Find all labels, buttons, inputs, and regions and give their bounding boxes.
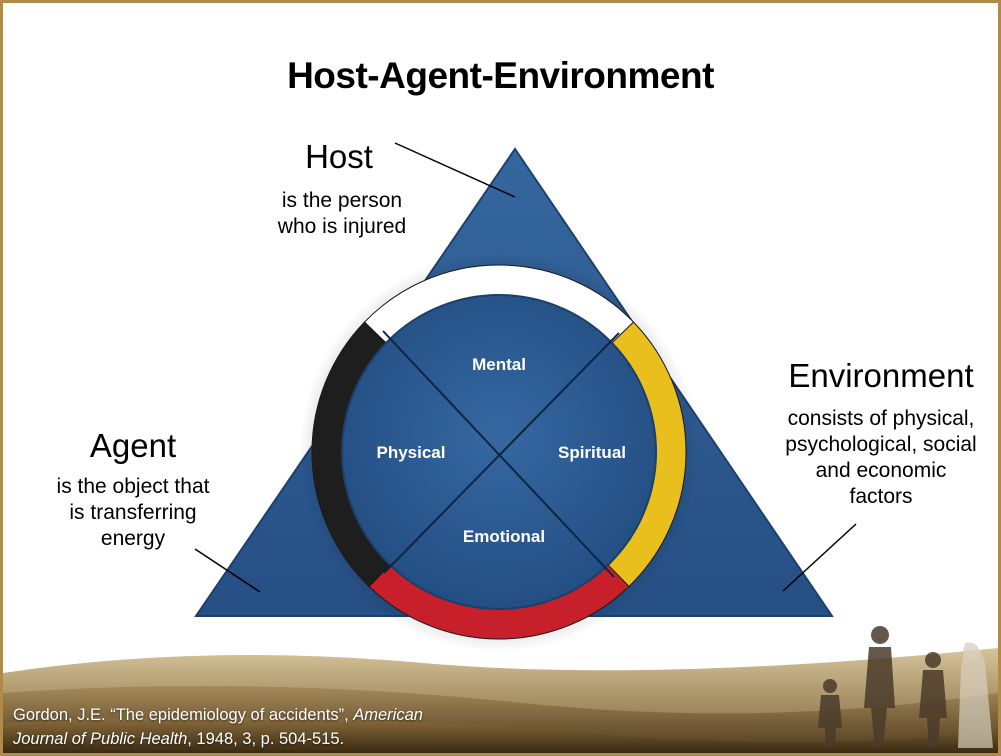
- divider-line-2: [383, 332, 620, 574]
- environment-description-line-4: factors: [849, 485, 913, 508]
- host-description-line-2: who is injured: [277, 215, 407, 238]
- environment-description-line-2: psychological, social: [785, 433, 977, 456]
- slide-title: Host-Agent-Environment: [287, 55, 714, 96]
- agent-description-line-3: energy: [100, 527, 166, 550]
- environment-pointer-line: [782, 523, 857, 592]
- host-description-line-1: is the person: [281, 189, 403, 212]
- agent-description-line-1: is the object that: [56, 475, 210, 498]
- host-label: Host: [305, 138, 373, 175]
- citation-journal-line-2: Journal of Public Health: [13, 730, 188, 748]
- host-pointer-line: [394, 142, 516, 198]
- agent-label: Agent: [89, 427, 177, 464]
- quadrant-label-emotional: Emotional: [462, 527, 546, 546]
- environment-description-line-1: consists of physical,: [787, 407, 975, 430]
- quadrant-label-spiritual: Spiritual: [557, 443, 626, 462]
- inner-circle: [341, 294, 657, 610]
- quadrant-label-mental: Mental: [472, 355, 526, 374]
- citation-details: , 1948, 3, p. 504-515.: [187, 730, 345, 748]
- family-silhouettes: [818, 626, 993, 748]
- environment-label: Environment: [788, 357, 974, 394]
- host-description: is the person who is injured: [257, 188, 427, 240]
- diagram-artwork: [3, 142, 998, 753]
- quadrant-label-physical: Physical: [376, 443, 446, 462]
- citation-author-title: Gordon, J.E. “The epidemiology of accide…: [13, 706, 354, 724]
- environment-description-line-3: and economic: [815, 459, 947, 482]
- divider-line-1: [382, 330, 615, 578]
- environment-description: consists of physical, psychological, soc…: [766, 406, 996, 510]
- agent-description-line-2: is transferring: [69, 501, 197, 524]
- landscape-background: [3, 648, 998, 753]
- agent-pointer-line: [194, 548, 261, 593]
- agent-description: is the object that is transferring energ…: [33, 474, 233, 552]
- citation-journal-line-1: American: [353, 706, 423, 724]
- citation: Gordon, J.E. “The epidemiology of accide…: [13, 703, 423, 751]
